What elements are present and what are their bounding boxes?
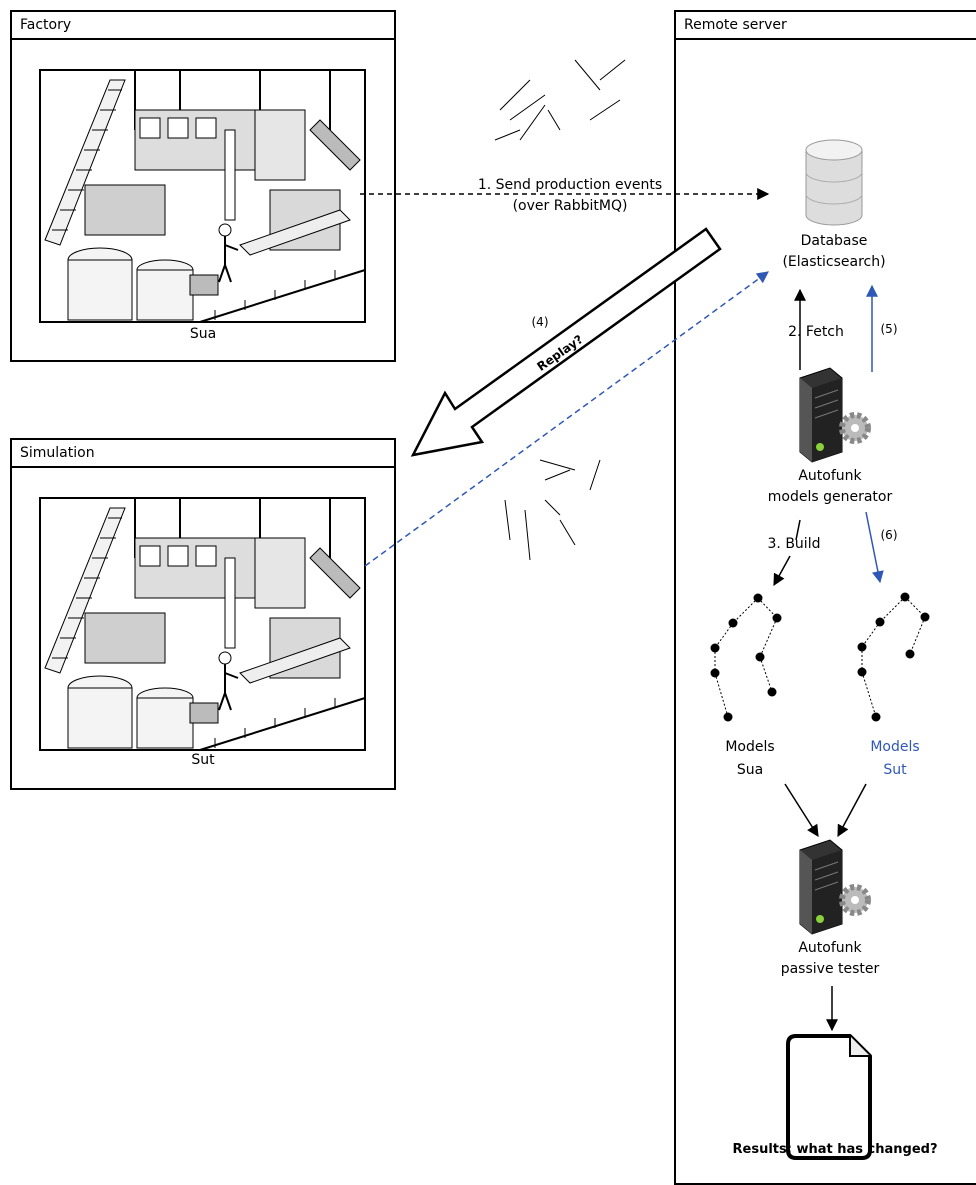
database-icon [805,139,863,226]
models-sua-label-line1: Models [725,739,775,755]
send-events-label-line2: (over RabbitMQ) [512,198,628,214]
step5-label: (5) [880,322,898,336]
simulation-label: Sut [191,752,215,768]
simulation-title: Simulation [12,440,394,468]
models-sua-label-line2: Sua [736,762,764,778]
tester-label-line2: passive tester [780,961,880,977]
factory-label: Sua [189,326,217,342]
remote-server-title: Remote server [676,12,976,40]
factory-title: Factory [12,12,394,40]
fetch-label: 2. Fetch [788,324,844,340]
tester-label-line1: Autofunk [798,940,862,956]
simulation-illustration [39,497,366,751]
decoration-lines [494,59,626,561]
document-icon [786,1034,872,1160]
database-label-line1: Database [800,233,868,249]
sua-to-tester-arrow [784,783,819,838]
models-sua-tree [714,597,778,718]
build-arrow [773,555,791,587]
results-label: Results: what has changed? [732,1142,938,1157]
send-events-label-line1: 1. Send production events [477,177,663,193]
replay-step-label: (4) [531,315,549,329]
factory-illustration [39,69,366,323]
build-label: 3. Build [767,536,821,552]
database-label-line2: (Elasticsearch) [782,254,886,270]
models-sut-label-line1: Models [870,739,920,755]
server-gear-icon [799,839,871,935]
server-gear-icon [799,367,871,463]
generator-label-line2: models generator [767,489,893,505]
sut-to-tester-arrow [837,783,867,838]
step6-arrow [865,511,884,584]
models-sut-label-line2: Sut [883,762,907,778]
models-sut-tree [861,596,926,718]
generator-label-line1: Autofunk [798,468,862,484]
replay-arrow [410,227,722,457]
simulation-to-db-arrow [364,271,769,567]
step6-label: (6) [880,528,898,542]
